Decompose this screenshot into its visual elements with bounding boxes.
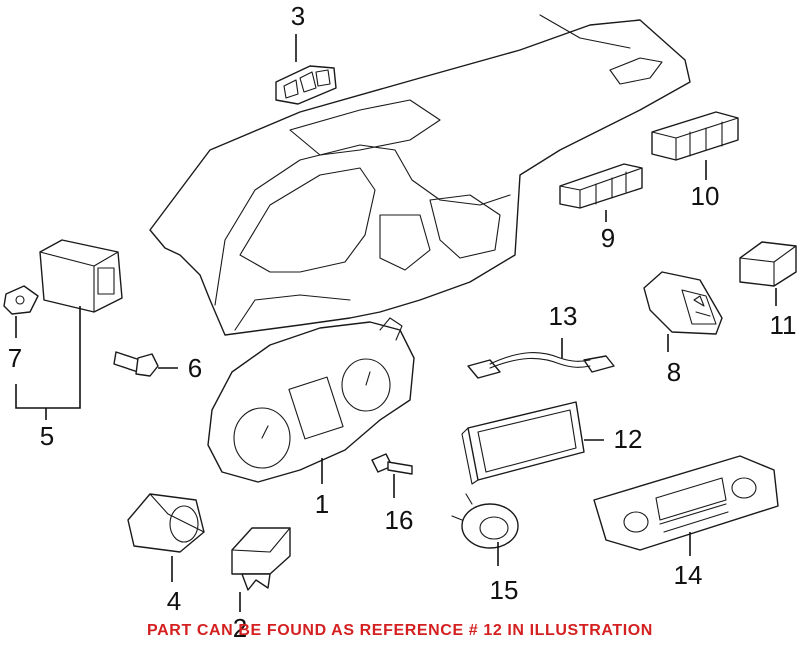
- part-2-switch: [231, 527, 291, 591]
- part-14-climate-panel: [593, 455, 779, 551]
- leader-5-bracket: [15, 306, 81, 409]
- part-13-harness: [467, 352, 615, 379]
- part-9-switch-bank: [559, 163, 643, 209]
- callout-6: 6: [188, 353, 202, 383]
- callout-10: 10: [691, 181, 720, 211]
- part-15-knob: [451, 493, 519, 549]
- callout-4: 4: [167, 586, 181, 616]
- callout-7: 7: [8, 343, 22, 373]
- part-5-module: [39, 239, 123, 313]
- callout-11: 11: [770, 310, 797, 340]
- callout-8: 8: [667, 357, 681, 387]
- part-6-screw: [113, 351, 159, 377]
- part-7-bracket: [3, 285, 39, 315]
- part-10-switch-bank: [651, 111, 739, 161]
- callout-labels: 3 10 9 11 8 13 12 6 7 5 1 16 4 2 15 14: [8, 1, 797, 643]
- callout-16: 16: [385, 505, 414, 535]
- callout-12: 12: [614, 424, 643, 454]
- callout-9: 9: [601, 223, 615, 253]
- part-1-instrument-cluster: [207, 317, 415, 483]
- part-12-display: [461, 401, 585, 485]
- callout-1: 1: [315, 489, 329, 519]
- part-8-switch: [643, 271, 723, 335]
- callout-5: 5: [40, 421, 54, 451]
- callout-13: 13: [549, 301, 578, 331]
- part-4-light-switch: [127, 493, 205, 553]
- callout-14: 14: [674, 560, 703, 590]
- part-11-switch: [739, 241, 797, 287]
- leader-lines: [15, 34, 777, 612]
- reference-notice: PART CAN BE FOUND AS REFERENCE # 12 IN I…: [147, 622, 653, 639]
- part-3-switch: [275, 65, 337, 105]
- dashboard-panel: [149, 14, 691, 336]
- callout-3: 3: [291, 1, 305, 31]
- part-16-bolt: [371, 453, 413, 475]
- callout-15: 15: [490, 575, 519, 605]
- callout-2: 2: [233, 613, 247, 643]
